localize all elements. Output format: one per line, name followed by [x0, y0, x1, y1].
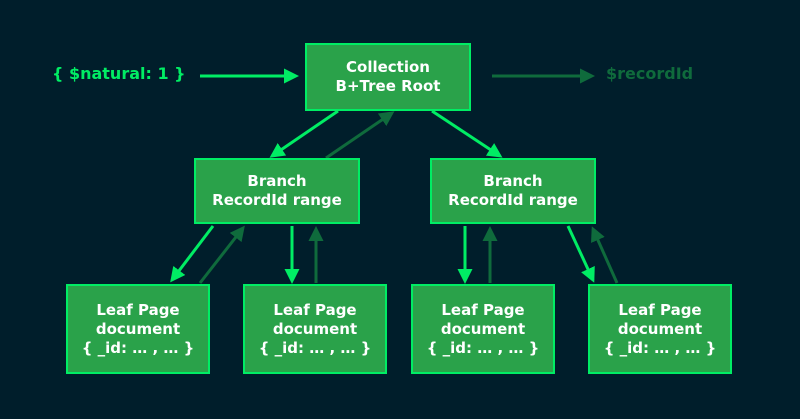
query-label: { $natural: 1 }	[52, 64, 186, 83]
leaf-node-content: { _id: … , … }	[603, 338, 717, 357]
leaf-node-content: { _id: … , … }	[81, 338, 195, 357]
leaf-node-type: document	[272, 319, 358, 338]
leaf-node-title: Leaf Page	[441, 300, 525, 319]
arrow-leaf-1-to-branch-left	[198, 225, 245, 284]
branch-node-left: Branch RecordId range	[194, 158, 360, 224]
arrow-root-to-branch-left	[269, 109, 339, 158]
arrow-branch-left-to-leaf-1	[170, 225, 215, 283]
arrow-branch-right-to-leaf-4	[566, 225, 595, 283]
root-node: Collection B+Tree Root	[305, 43, 471, 111]
leaf-node-title: Leaf Page	[96, 300, 180, 319]
leaf-node-title: Leaf Page	[618, 300, 702, 319]
leaf-node-4: Leaf Page document { _id: … , … }	[588, 284, 732, 374]
leaf-node-content: { _id: … , … }	[258, 338, 372, 357]
leaf-node-2: Leaf Page document { _id: … , … }	[243, 284, 387, 374]
leaf-node-type: document	[440, 319, 526, 338]
branch-node-subtitle: RecordId range	[212, 191, 342, 209]
arrow-leaf-4-to-branch-right	[591, 226, 619, 284]
branch-node-right: Branch RecordId range	[430, 158, 596, 224]
arrow-branch-left-to-root	[325, 111, 395, 160]
leaf-node-title: Leaf Page	[273, 300, 357, 319]
leaf-node-type: document	[617, 319, 703, 338]
leaf-node-3: Leaf Page document { _id: … , … }	[411, 284, 555, 374]
branch-node-title: Branch	[247, 172, 307, 190]
root-node-subtitle: B+Tree Root	[335, 77, 441, 95]
root-node-title: Collection	[346, 58, 430, 76]
arrow-root-to-branch-right	[431, 109, 503, 158]
leaf-node-content: { _id: … , … }	[426, 338, 540, 357]
branch-node-subtitle: RecordId range	[448, 191, 578, 209]
leaf-node-1: Leaf Page document { _id: … , … }	[66, 284, 210, 374]
leaf-node-type: document	[95, 319, 181, 338]
branch-node-title: Branch	[483, 172, 543, 190]
recordid-output-label: $recordId	[606, 64, 694, 83]
